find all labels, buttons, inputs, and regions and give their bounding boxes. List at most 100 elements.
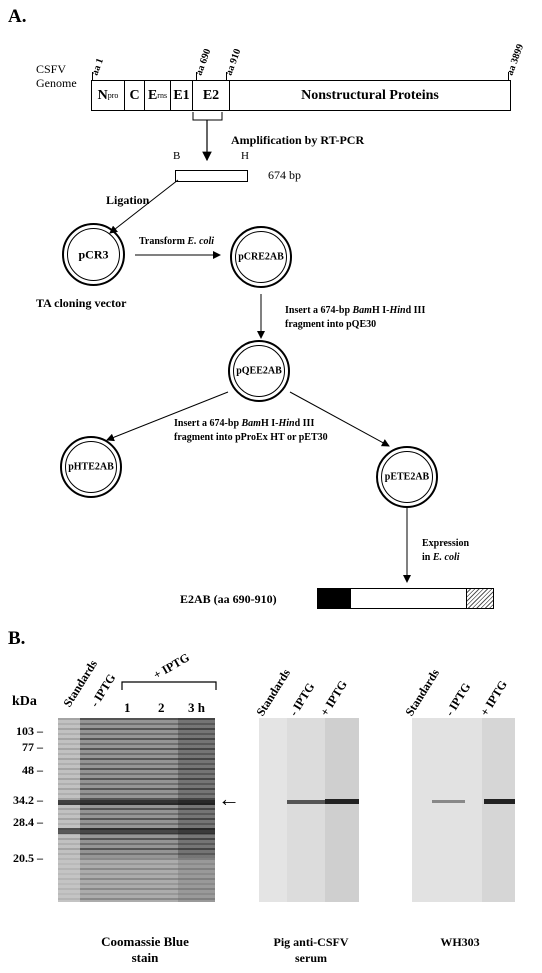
mw-77-text: 77: [22, 740, 34, 754]
mw-28-4: 28.4 –: [13, 815, 43, 829]
gel2-band-e2ab-strong: [325, 799, 359, 804]
gel1-band-lower: [58, 828, 215, 834]
expression-in: in: [422, 552, 433, 563]
npro-main: N: [97, 87, 108, 103]
gel2-lane-std: [259, 718, 287, 902]
mw-28-4-text: 28.4: [13, 815, 34, 829]
pete2ab-label: pETE2AB: [384, 471, 430, 483]
erns-sup: rns: [157, 91, 168, 100]
gel-pig-anti-csfv: [259, 718, 359, 902]
gel2-lane-plus: [325, 718, 359, 902]
insert1-c: H I-: [371, 305, 390, 316]
insert2-a: Insert a 674-bp: [174, 418, 242, 429]
gel3-lane-plus-iptg: + IPTG: [477, 677, 510, 719]
gel1-bottom-region: [58, 858, 215, 902]
gel1-lane-5: [178, 718, 215, 902]
transform-label: Transform E. coli: [139, 236, 214, 247]
e2ab-construct: [317, 588, 494, 609]
aa-910-tick: [226, 72, 227, 80]
segment-c: C: [125, 81, 145, 110]
mw-103-text: 103: [16, 724, 34, 738]
genome-label-genome: Genome: [36, 76, 77, 90]
mw-20-5: 20.5 –: [13, 851, 43, 865]
gel1-hour-3: 3 h: [188, 700, 205, 715]
expression-line2: in E. coli: [422, 552, 460, 563]
expression-line1: Expression: [422, 538, 470, 549]
e2ab-label: E2AB (aa 690-910): [180, 592, 277, 606]
pcre2ab-label: pCRE2AB: [238, 251, 284, 263]
insert2-c: H I-: [260, 418, 279, 429]
gel1-lane-1: [58, 718, 80, 902]
plasmid-pcre2ab: pCRE2AB: [230, 226, 292, 288]
arrow-indicator: ←: [218, 786, 240, 811]
insert2-e: d III: [294, 418, 315, 429]
transform-text: Transform: [139, 236, 188, 247]
insert1-e: d III: [405, 305, 426, 316]
gel3-lane-minus-iptg: - IPTG: [442, 680, 474, 719]
panel-a-arrows: [106, 112, 411, 583]
kda-label: kDa: [12, 694, 37, 709]
insert2-d: Hin: [278, 418, 295, 429]
panel-b-letter: B.: [8, 628, 26, 649]
gel3-band-e2ab: [484, 799, 515, 804]
insert2-line2: fragment into pProEx HT or pET30: [174, 432, 328, 443]
segment-nonstructural: Nonstructural Proteins: [301, 87, 439, 103]
panel-a-letter: A.: [8, 6, 27, 27]
plasmid-phte2ab: pHTE2AB: [60, 436, 122, 498]
mw-20-5-text: 20.5: [13, 851, 34, 865]
caption-pig-serum-line1: Pig anti-CSFV: [273, 935, 349, 949]
plasmid-pqee2ab: pQEE2AB: [228, 340, 290, 402]
aa-1-tick: [92, 72, 93, 80]
plasmid-pete2ab: pETE2AB: [376, 446, 438, 508]
fragment-right-site: H: [241, 150, 249, 162]
mw-34-2-text: 34.2: [13, 793, 34, 807]
fragment-left-site: B: [173, 150, 181, 162]
plasmid-pcr3: pCR3: [62, 223, 125, 286]
gel1-hour-2: 2: [158, 700, 165, 715]
gel1-iptg-group: + IPTG: [150, 650, 192, 682]
gel1-band-e2ab: [58, 800, 215, 805]
gel1-hour-1: 1: [124, 700, 131, 715]
iptg-bracket: [121, 681, 217, 690]
insert1-line1: Insert a 674-bp BamH I-Hind III: [285, 305, 425, 316]
insert1-d: Hin: [389, 305, 406, 316]
gel2-band-e2ab: [287, 800, 359, 804]
segment-e1: E1: [171, 81, 193, 110]
insert2-b: Bam: [241, 418, 261, 429]
pqee2ab-label: pQEE2AB: [236, 365, 282, 377]
gel3-band-faint: [432, 800, 465, 803]
aa-3899-tick: [508, 72, 509, 80]
pcr3-label: pCR3: [78, 247, 109, 261]
caption-coomassie-line2: stain: [131, 950, 159, 965]
caption-pig-serum-line2: serum: [295, 951, 327, 965]
e2ab-tag-black: [318, 589, 351, 608]
gel2-lane-plus-iptg: + IPTG: [317, 677, 350, 719]
mw-34-2: 34.2 –: [13, 793, 43, 807]
genome-label-csfv: CSFV: [36, 62, 67, 76]
caption-pig-serum: Pig anti-CSFV serum: [246, 934, 376, 966]
npro-sup: pro: [107, 91, 119, 100]
caption-coomassie-line1: Coomassie Blue: [101, 934, 189, 949]
ta-vector-label: TA cloning vector: [36, 296, 127, 310]
aa-690-tick: [196, 72, 197, 80]
insert1-b: Bam: [352, 305, 372, 316]
phte2ab-label: pHTE2AB: [68, 461, 114, 473]
expression-ecoli: E. coli: [432, 552, 460, 563]
insert2-line1: Insert a 674-bp BamH I-Hind III: [174, 418, 314, 429]
transform-ecoli: E. coli: [187, 236, 215, 247]
segment-e2: E2: [193, 81, 230, 110]
gel2-lane-minus-iptg: - IPTG: [286, 680, 318, 719]
fragment-size: 674 bp: [268, 168, 301, 182]
caption-coomassie: Coomassie Blue stain: [70, 934, 220, 966]
ligation-label: Ligation: [106, 193, 150, 207]
gel-coomassie: [58, 718, 215, 902]
mw-77: 77 –: [22, 740, 43, 754]
caption-wh303: WH303: [440, 935, 480, 949]
e2ab-tag-hatched: [466, 589, 493, 608]
gel3-lane-standards: Standards: [402, 666, 443, 719]
pcr-fragment: [175, 170, 248, 182]
mw-48-text: 48: [22, 763, 34, 777]
rtpcr-label: Amplification by RT-PCR: [231, 133, 365, 147]
